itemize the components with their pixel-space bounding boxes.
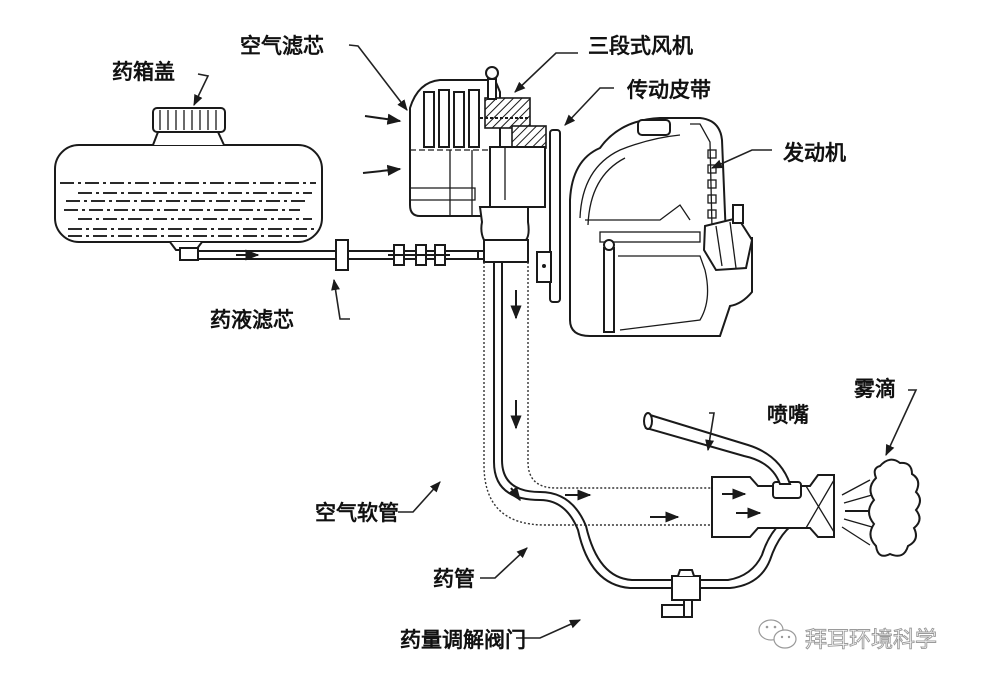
label-nozzle: 喷嘴 (767, 403, 809, 427)
label-air-filter: 空气滤芯 (240, 34, 324, 58)
label-drive-belt: 传动皮带 (626, 78, 711, 102)
label-three-stage-fan: 三段式风机 (588, 34, 693, 58)
dose-valve-part (661, 569, 701, 618)
blower-assembly (362, 66, 547, 263)
label-engine: 发动机 (782, 141, 846, 165)
feed-line (197, 239, 503, 271)
inlet-arrows (362, 113, 402, 176)
air-hose-part (483, 262, 715, 526)
nozzle-part (643, 412, 835, 538)
engine-part (569, 117, 754, 337)
liquid-filter-part (335, 239, 349, 271)
label-mist-droplets: 雾滴 (854, 377, 896, 401)
mist-droplets-part (841, 458, 921, 557)
tank-cap-part (152, 107, 226, 133)
label-liquid-tube: 药管 (433, 567, 475, 591)
leader-lines (193, 44, 918, 639)
label-tank-cap: 药箱盖 (112, 60, 175, 84)
fan-part (480, 66, 547, 208)
chemical-tank (54, 107, 323, 261)
flow-arrows (507, 290, 680, 523)
tank-liquid-lines (60, 182, 316, 237)
label-air-hose: 空气软管 (315, 501, 399, 525)
air-filter-part (409, 79, 501, 217)
wechat-icon (758, 619, 797, 649)
watermark-text: 拜耳环境科学 (805, 628, 937, 653)
label-dose-valve: 药量调解阀门 (400, 628, 526, 652)
label-liquid-filter: 药液滤芯 (210, 308, 294, 332)
blower-outlet (478, 206, 530, 263)
drive-belt-part (536, 129, 561, 303)
watermark: 拜耳环境科学 (758, 619, 937, 653)
